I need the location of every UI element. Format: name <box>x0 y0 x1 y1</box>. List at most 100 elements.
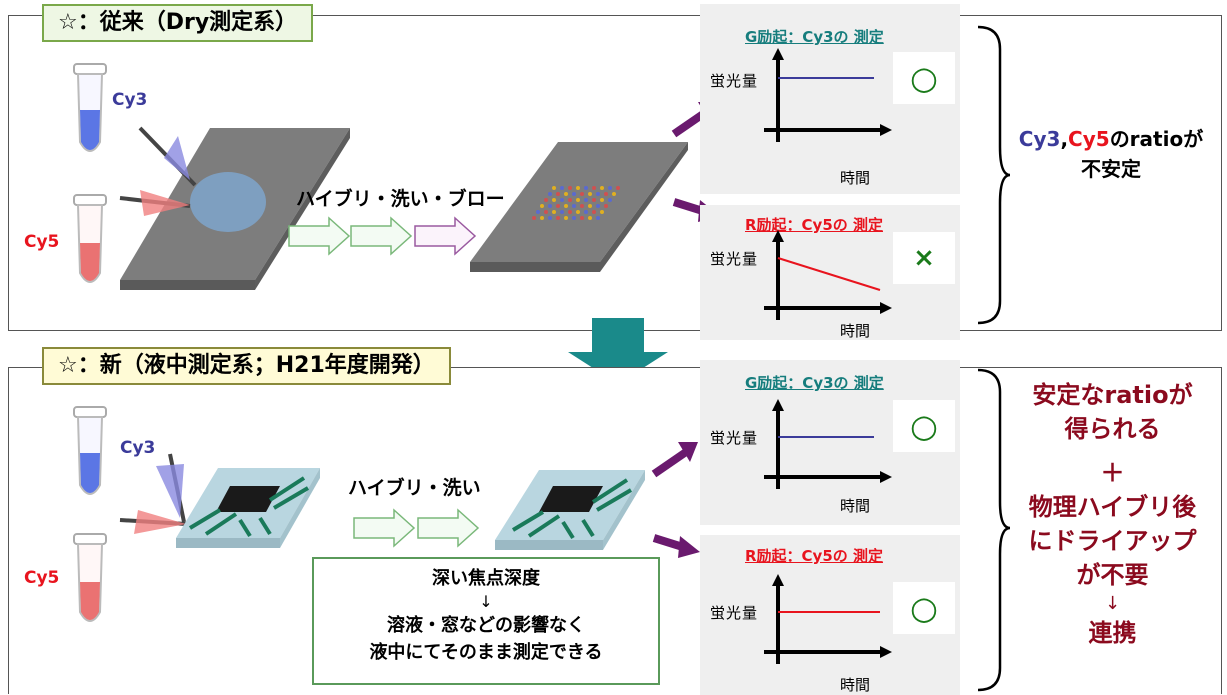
array-spot <box>600 186 604 190</box>
array-spot <box>544 198 548 202</box>
note-line1: 深い焦点深度 <box>432 568 540 589</box>
conclusion-top-line2: 不安定 <box>1081 157 1141 181</box>
array-spot <box>580 216 584 220</box>
array-spot <box>576 186 580 190</box>
conclusion-bottom-line5: が不要 <box>1076 561 1149 589</box>
note-line2: 溶液・窓などの影響なく <box>387 615 585 636</box>
array-spot <box>608 186 612 190</box>
array-spot <box>540 204 544 208</box>
graph-r-bottom-plot <box>764 574 892 664</box>
array-spot <box>600 210 604 214</box>
brace-bottom-icon <box>977 368 1011 692</box>
conclusion-bottom-line6: 連携 <box>1088 619 1137 647</box>
array-spot <box>556 204 560 208</box>
array-spot <box>540 216 544 220</box>
graph-g-bottom-title: G励起：Cy3の 測定 <box>745 374 884 392</box>
array-spot <box>592 186 596 190</box>
result-mark-g-top: ○ <box>893 52 955 104</box>
graph-g-bottom-xlabel: 時間 <box>840 497 871 515</box>
graph-g-top-title: G励起：Cy3の 測定 <box>745 28 884 46</box>
array-spot <box>576 198 580 202</box>
note-box: 深い焦点深度 ↓ 溶液・窓などの影響なく 液中にてそのまま測定できる <box>312 557 660 685</box>
array-spot <box>560 198 564 202</box>
array-spot <box>596 204 600 208</box>
graph-r-bottom-ylabel: 蛍光量 <box>710 604 759 622</box>
graph-r-top-xlabel: 時間 <box>840 322 871 340</box>
result-mark-r-top: × <box>893 232 955 284</box>
graph-g-bottom-ylabel: 蛍光量 <box>710 429 759 447</box>
conclusion-top-sep: , <box>1060 127 1069 151</box>
cy3-tube-bottom-icon <box>73 406 107 495</box>
array-spot <box>604 192 608 196</box>
conclusion-bottom-arrow: ↓ <box>1104 593 1121 614</box>
graph-r-top-ylabel: 蛍光量 <box>710 250 759 268</box>
array-spot <box>536 210 540 214</box>
conclusion-top: Cy3,Cy5のratioが 不安定 <box>1000 124 1222 184</box>
array-spot <box>584 198 588 202</box>
cy5-tube-bottom-icon <box>73 533 107 622</box>
array-spot <box>572 204 576 208</box>
graph-r-bottom-xlabel: 時間 <box>840 676 871 694</box>
array-spot <box>608 198 612 202</box>
graph-g-top-plot <box>764 48 892 142</box>
arrow-to-r-bottom-icon <box>652 534 700 558</box>
note-line3: 液中にてそのまま測定できる <box>369 642 603 663</box>
conclusion-bottom-line4: にドライアップ <box>1028 527 1197 555</box>
conventional-title: ☆：従来（Dry測定系） <box>42 4 314 42</box>
array-spot <box>588 204 592 208</box>
graph-g-top-ylabel: 蛍光量 <box>710 72 759 90</box>
array-spot <box>604 204 608 208</box>
array-spot <box>560 186 564 190</box>
array-spot <box>596 216 600 220</box>
cy3-label-bottom: Cy3 <box>120 438 156 458</box>
array-spot <box>616 186 620 190</box>
chip-device-2-icon <box>495 470 645 550</box>
array-spot <box>576 210 580 214</box>
arrow-to-g-bottom-icon <box>651 442 698 478</box>
array-spot <box>568 186 572 190</box>
conclusion-top-cy3: Cy3 <box>1018 127 1061 151</box>
array-spot <box>532 216 536 220</box>
note-arrow: ↓ <box>479 592 493 611</box>
graph-g-top-xlabel: 時間 <box>840 169 871 187</box>
array-spot <box>552 186 556 190</box>
new-title: ☆：新（液中測定系；H21年度開発） <box>42 347 451 385</box>
array-spot <box>548 192 552 196</box>
array-spot <box>548 216 552 220</box>
cy3-tube-icon <box>73 63 107 152</box>
conclusion-top-line1: Cy3,Cy5のratioが <box>1000 124 1222 154</box>
graph-g-bottom-plot <box>764 399 892 489</box>
array-spot <box>544 210 548 214</box>
cy5-label-top: Cy5 <box>24 232 60 252</box>
conclusion-bottom-plus: ＋ <box>1100 459 1125 487</box>
array-spot <box>580 204 584 208</box>
graph-r-bottom-title: R励起：Cy5の 測定 <box>745 547 883 565</box>
process-arrows-bottom-icon <box>353 508 480 548</box>
array-spot <box>560 210 564 214</box>
array-slide-icon <box>470 142 688 272</box>
array-spot <box>568 198 572 202</box>
array-spot <box>584 210 588 214</box>
array-spot <box>572 216 576 220</box>
array-spot <box>592 198 596 202</box>
conclusion-bottom: 安定なratioが 得られる ＋ 物理ハイブリ後 にドライアップ が不要 ↓ 連… <box>1005 378 1220 650</box>
array-spot <box>548 204 552 208</box>
conclusion-top-cy5: Cy5 <box>1068 127 1110 151</box>
graph-r-top-title: R励起：Cy5の 測定 <box>745 216 883 234</box>
array-spot <box>600 198 604 202</box>
brace-top-icon <box>977 25 1011 325</box>
conclusion-top-rest: のratioが <box>1109 127 1204 151</box>
array-spot <box>580 192 584 196</box>
array-spot <box>592 210 596 214</box>
cy3-label-top: Cy3 <box>112 90 148 110</box>
chip-device-icon <box>119 453 320 548</box>
result-mark-r-bottom: ○ <box>893 582 955 634</box>
glass-slide-icon <box>119 126 350 290</box>
array-spot <box>564 216 568 220</box>
array-spot <box>552 198 556 202</box>
array-spot <box>584 186 588 190</box>
array-spot <box>556 216 560 220</box>
array-spot <box>564 192 568 196</box>
array-spot <box>564 204 568 208</box>
conclusion-bottom-line1: 安定なratioが <box>1032 381 1193 409</box>
